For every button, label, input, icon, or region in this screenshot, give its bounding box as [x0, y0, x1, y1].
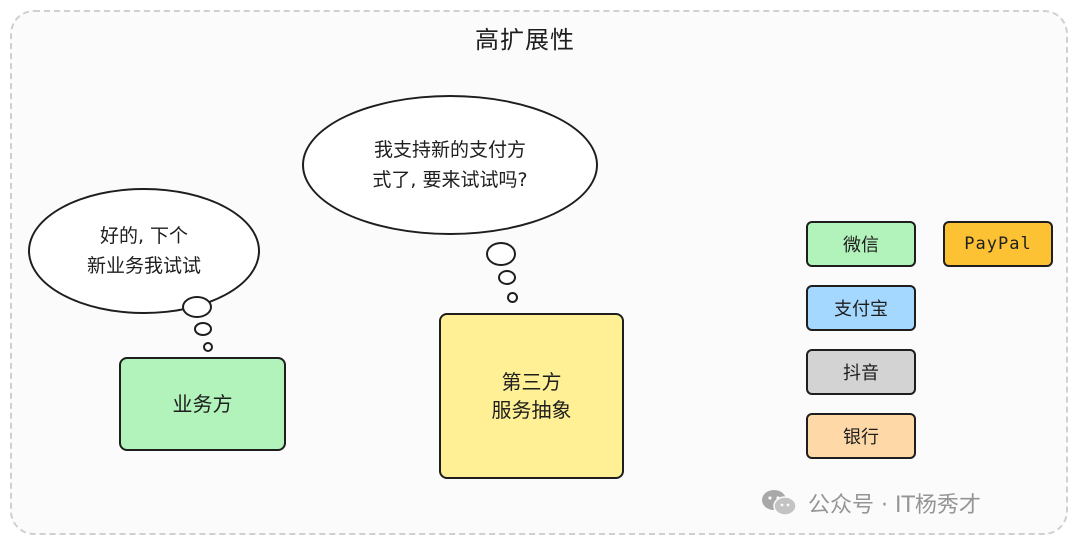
left-cloud-line-1: 好的, 下个: [99, 225, 189, 247]
channel-alipay-label: 支付宝: [834, 299, 888, 320]
center-thought-dot-small: [507, 292, 518, 303]
channel-wechat-label: 微信: [843, 235, 879, 256]
left-thought-dot-small: [203, 342, 213, 352]
center-cloud-line-2: 式了, 要来试试吗?: [372, 169, 528, 191]
channel-bank-label: 银行: [843, 427, 879, 448]
watermark-text: 公众号 · IT杨秀才: [808, 493, 981, 518]
channel-paypal-label: PayPal: [964, 234, 1032, 254]
service-abstraction-box: 第三方 服务抽象: [439, 313, 624, 479]
business-box: 业务方: [119, 357, 286, 451]
left-thought-dot-medium: [194, 322, 212, 336]
service-box-line-1: 第三方: [501, 370, 562, 394]
channel-douyin-label: 抖音: [843, 363, 879, 384]
channel-bank: 银行: [806, 413, 916, 459]
left-cloud-line-2: 新业务我试试: [86, 255, 201, 277]
center-thought-cloud: 我支持新的支付方 式了, 要来试试吗?: [302, 95, 598, 235]
wechat-icon: [762, 490, 797, 516]
business-box-label: 业务方: [172, 392, 233, 416]
watermark: 公众号 · IT杨秀才: [760, 487, 981, 519]
center-thought-dot-medium: [498, 270, 516, 285]
channel-paypal: PayPal: [943, 221, 1053, 267]
service-box-line-2: 服务抽象: [491, 398, 572, 422]
left-thought-dot-large: [182, 296, 212, 318]
left-thought-cloud: 好的, 下个 新业务我试试: [28, 188, 260, 314]
channel-wechat: 微信: [806, 221, 916, 267]
channel-alipay: 支付宝: [806, 285, 916, 331]
center-thought-dot-large: [486, 242, 516, 266]
center-cloud-line-1: 我支持新的支付方: [373, 139, 526, 161]
channel-douyin: 抖音: [806, 349, 916, 395]
diagram-title: 高扩展性: [475, 26, 575, 54]
